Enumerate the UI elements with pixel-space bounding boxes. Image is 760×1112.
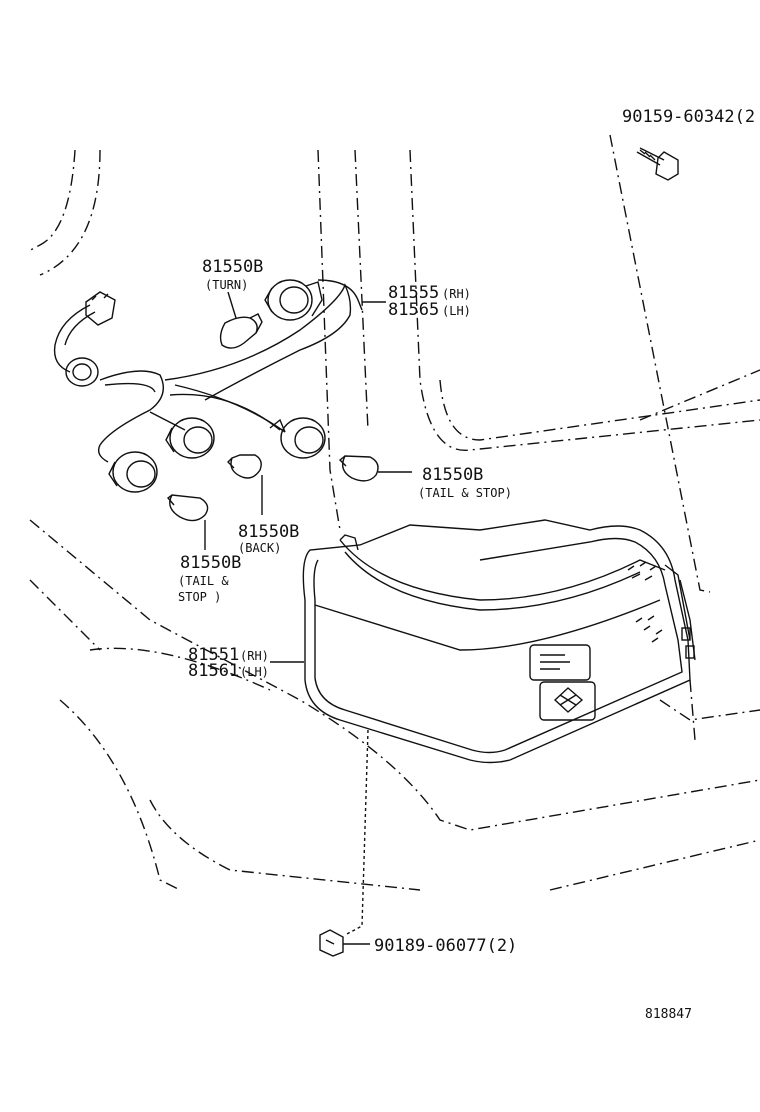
figure-number: 818847 <box>645 1007 692 1022</box>
bulb-turn-part-number: 81550B <box>202 257 263 277</box>
bulb-back <box>227 454 262 479</box>
bulb-tail-stop-left-part-number: 81550B <box>180 553 241 573</box>
leader-lines <box>204 291 412 945</box>
lamp-lh-side: (LH) <box>240 665 269 679</box>
bolt-part-number: 90159-60342(2 <box>622 107 755 127</box>
socket-tail-stop-right <box>269 417 326 459</box>
nut-part-number: 90189-06077(2) <box>374 936 517 956</box>
bulb-back-part-number: 81550B <box>238 522 299 542</box>
bulb-tail-stop-left-note-line1: (TAIL & <box>178 574 229 588</box>
socket-lh-side: (LH) <box>442 304 471 318</box>
callout-labels: 90159-60342(2 81550B (TURN) 81555 (RH) 8… <box>178 107 755 1022</box>
bulb-tail-stop-right <box>338 455 379 482</box>
socket-back <box>165 417 215 459</box>
bulb-tail-stop-left-note-line2: STOP ) <box>178 590 221 604</box>
wire-harness <box>53 279 363 446</box>
socket-lh-part-number: 81565 <box>388 300 439 320</box>
bulb-turn-note: (TURN) <box>205 278 248 292</box>
socket-rh-part-number: 81555 <box>388 283 439 303</box>
lamp-rh-part-number: 81551 <box>188 645 239 665</box>
bulb-tail-stop-right-part-number: 81550B <box>422 465 483 485</box>
rear-combination-lamp <box>302 519 696 764</box>
lamp-lh-part-number: 81561 <box>188 661 239 681</box>
bulb-turn <box>219 313 263 349</box>
bolt <box>636 147 679 181</box>
socket-rh-side: (RH) <box>442 287 471 301</box>
body-panel-outline <box>27 134 760 891</box>
bulb-tail-stop-left <box>166 494 209 522</box>
socket-turn <box>264 279 323 321</box>
lamp-rh-side: (RH) <box>240 649 269 663</box>
socket-tail-stop-left <box>97 444 158 493</box>
bulb-back-note: (BACK) <box>238 541 281 555</box>
bulb-tail-stop-right-note: (TAIL & STOP) <box>418 486 512 500</box>
nut <box>319 929 344 957</box>
